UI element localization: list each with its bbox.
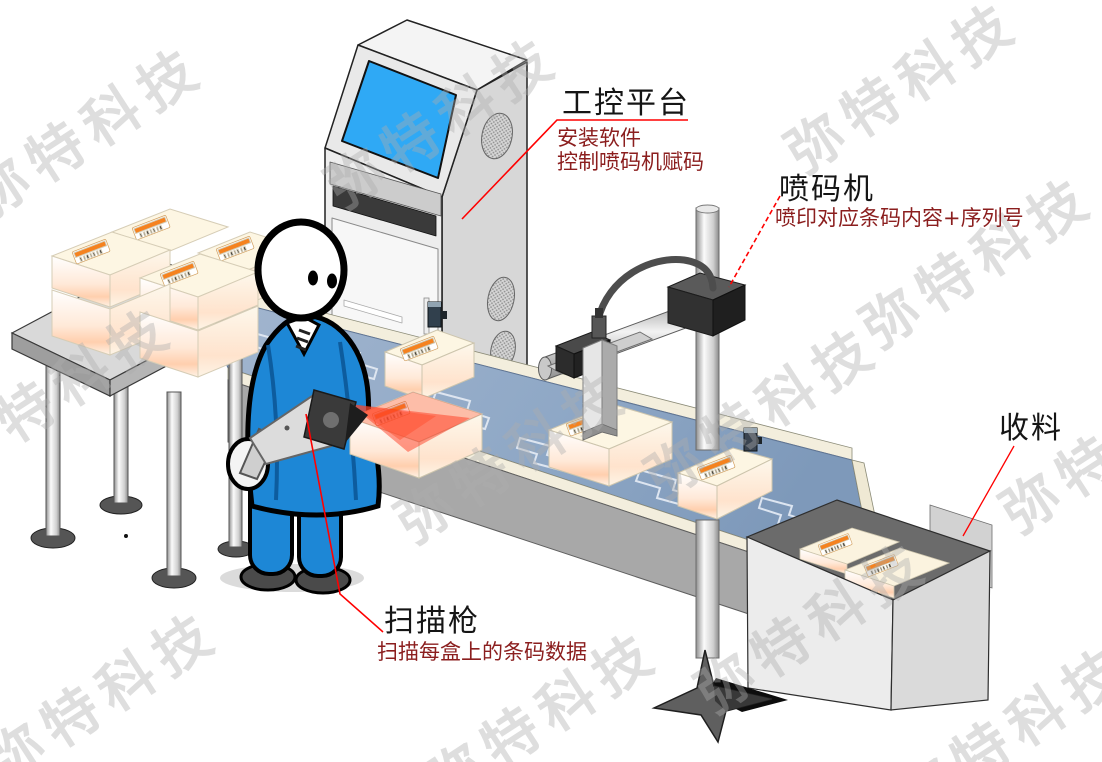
pole-base <box>651 649 788 744</box>
leader-control-platform <box>461 119 688 220</box>
cabinet-tray-slot <box>332 185 437 237</box>
collection-box-items <box>798 527 951 599</box>
worker-eye-right <box>327 273 337 289</box>
leader-inkjet <box>728 195 781 288</box>
leader-scanner <box>305 413 384 633</box>
worker-head <box>254 218 348 322</box>
table-box-stack <box>50 208 302 378</box>
cabinet-screen <box>341 60 457 179</box>
belt-box-2 <box>383 329 476 400</box>
inkjet-printhead <box>546 308 654 441</box>
worker-eye-left <box>308 270 318 286</box>
leader-lines <box>305 119 1015 633</box>
collection-box <box>745 499 992 711</box>
photocell-sensor-2 <box>743 427 762 452</box>
scan-beam-core <box>350 404 436 440</box>
leader-collect <box>962 445 1015 537</box>
stray-dot <box>124 534 128 538</box>
photocell-sensor-1 <box>423 297 447 335</box>
inkjet-cable <box>594 256 717 324</box>
pole-arm-clamp <box>666 272 747 337</box>
belt-box-4 <box>676 447 774 520</box>
inkjet-pole-bottom <box>695 519 720 659</box>
cabinet-tray-band <box>329 161 442 217</box>
scanner-gun <box>238 389 368 481</box>
